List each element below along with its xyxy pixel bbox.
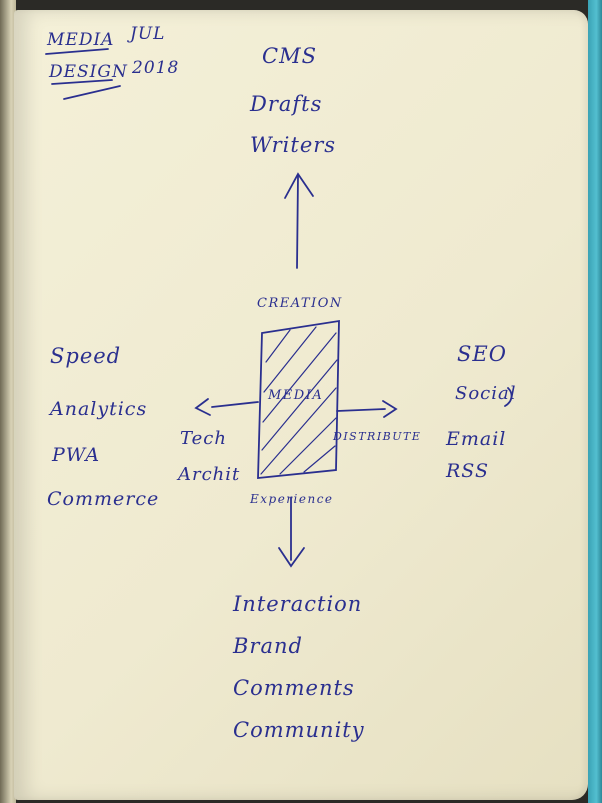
bottom-item-community: Community — [233, 718, 365, 742]
media-box-hatching — [260, 326, 338, 475]
left-arrow-label-tech: Tech — [180, 428, 227, 449]
header-month: JUL — [130, 24, 166, 44]
left-arrow-label-archit: Archit — [178, 464, 241, 485]
left-item-analytics: Analytics — [50, 398, 148, 420]
up-arrow-shaft — [296, 175, 299, 269]
left-item-speed: Speed — [50, 344, 122, 368]
bottom-item-brand: Brand — [233, 634, 303, 658]
bottom-item-comments: Comments — [233, 676, 355, 700]
right-item-social: Social — [455, 383, 517, 404]
top-item-writers: Writers — [250, 133, 337, 157]
notebook-page — [14, 10, 588, 800]
left-arrow-shaft — [211, 401, 259, 408]
right-item-rss: RSS — [446, 460, 490, 482]
media-box — [257, 319, 340, 479]
caption-experience: Experience — [250, 492, 334, 506]
header-year: 2018 — [132, 58, 180, 78]
center-label-media: MEDIA — [268, 388, 324, 403]
notebook-page-edges — [0, 0, 16, 803]
right-arrow-head — [382, 400, 398, 418]
right-item-seo: SEO — [457, 342, 507, 366]
caption-creation: CREATION — [257, 296, 343, 311]
right-arrow-label-distribute: DISTRIBUTE — [333, 430, 422, 443]
down-arrow-head — [278, 547, 305, 568]
left-arrow-head — [194, 398, 211, 416]
notebook-cover — [588, 0, 602, 803]
header-design: DESIGN — [49, 62, 128, 82]
top-item-drafts: Drafts — [250, 92, 323, 116]
right-item-email: Email — [446, 428, 507, 450]
underline-media — [45, 48, 109, 55]
top-item-cms: CMS — [262, 44, 317, 68]
left-item-pwa: PWA — [52, 444, 101, 466]
social-tail — [504, 387, 513, 407]
bottom-item-interaction: Interaction — [233, 592, 363, 616]
left-item-commerce: Commerce — [47, 488, 160, 510]
header-media: MEDIA — [47, 30, 115, 50]
up-arrow-head — [284, 172, 314, 199]
right-arrow-shaft — [336, 408, 386, 412]
underline-header — [63, 85, 121, 100]
underline-design — [51, 79, 113, 85]
